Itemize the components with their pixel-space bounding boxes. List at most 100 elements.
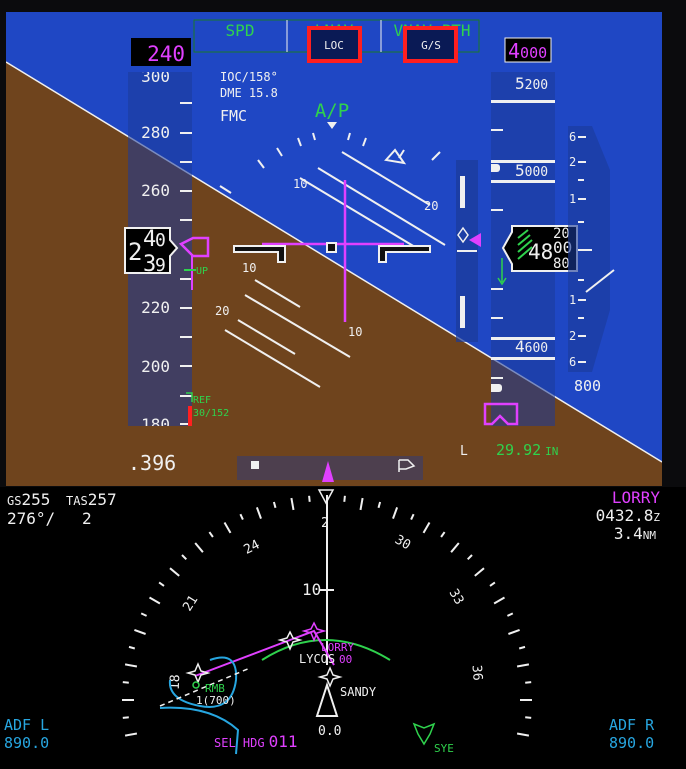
flap-up-bug: UP — [196, 266, 208, 277]
pitch-label: 10 — [348, 325, 362, 339]
alt-tick-big: 5 — [515, 74, 525, 93]
selected-altitude-box — [504, 37, 552, 63]
eta-value: 0432.8 — [596, 506, 654, 525]
vsi-label: 1 — [569, 192, 576, 206]
vsi-readout: 800 — [574, 377, 601, 395]
current-speed-box — [124, 227, 179, 274]
compass-tick — [422, 522, 431, 534]
selected-altitude-big: 4 — [508, 39, 520, 63]
compass-tick — [489, 581, 496, 587]
loc-highlight-box — [307, 26, 362, 63]
adf-left-frequency: 890.0 — [4, 734, 49, 752]
sel-hdg-label: SEL HDG — [214, 736, 265, 750]
speed-tick-label: 180 — [141, 415, 170, 434]
compass-tick — [134, 628, 146, 635]
alt-tick-big: 5 — [515, 161, 525, 180]
sye-label: SYE — [434, 742, 454, 755]
alt-tick-small: 200 — [525, 78, 548, 93]
range-label: 10 — [302, 580, 321, 599]
pitch-label: 20 — [215, 304, 229, 318]
adf-left-label: ADF L — [4, 716, 49, 734]
vertical-speed-indicator: 6 2 1 1 2 6 800 — [568, 126, 615, 395]
vsi-label: 2 — [569, 329, 576, 343]
baro-mode: L — [460, 444, 468, 459]
alt-tick-big: 4 — [515, 337, 525, 356]
speed-tick-label: 300 — [141, 67, 170, 86]
compass-tick — [377, 501, 382, 509]
selected-speed: 240 — [147, 42, 185, 66]
compass-tick — [194, 542, 204, 553]
compass-tick — [124, 732, 138, 737]
compass-tick — [122, 681, 129, 684]
speed-bug — [178, 236, 210, 258]
fma-roll-armed: LOC — [324, 39, 344, 52]
own-aircraft-symbol — [315, 681, 339, 717]
current-speed-tens-lower: 3 — [143, 252, 156, 277]
bank-pointer — [384, 148, 407, 165]
current-speed-tens-upper: 4 — [143, 227, 156, 252]
compass-tick — [272, 501, 277, 509]
compass-label: 18 — [168, 674, 184, 690]
cyan-leg — [159, 706, 240, 755]
compass-tick — [450, 542, 460, 553]
autopilot-status: A/P — [315, 100, 349, 122]
navigation-display: GS255 TAS257 276°/ 2 LORRY 0432.8Z 3.4NM… — [0, 487, 686, 769]
alt-tick-label: 4600 — [515, 337, 548, 356]
compass-labels: 2 24 30 21 33 18 36 — [168, 516, 485, 690]
compass-tick — [508, 628, 520, 635]
compass-tick — [466, 554, 473, 561]
gs-value: 255 — [21, 490, 50, 509]
compass-tick — [525, 681, 532, 684]
pitch-labels: 10 20 10 20 10 — [215, 177, 438, 339]
waypoint-distance: 3.4NM — [614, 524, 657, 543]
wind-direction: 276°/ — [7, 509, 55, 528]
ref-values: 30/152 — [193, 408, 229, 419]
cyan-hold — [168, 656, 238, 708]
compass-tick — [343, 495, 346, 502]
selected-heading: SEL HDG 011 — [214, 732, 297, 751]
current-altitude-small-upper: 20 — [553, 226, 570, 242]
fma-thrust-mode: SPD — [226, 21, 255, 40]
bank-angle-scale — [219, 132, 441, 194]
glideslope-scale — [456, 160, 481, 342]
sandy-label: SANDY — [340, 685, 377, 699]
speed-tick-label: 260 — [141, 181, 170, 200]
alt-tick-small: 600 — [525, 341, 548, 356]
compass-tick — [255, 507, 262, 519]
compass-tick — [493, 596, 505, 605]
lycos-label: LYCOS — [299, 652, 335, 666]
baro-value: 29.92 — [496, 441, 541, 459]
sel-hdg-value: 011 — [269, 732, 298, 751]
vsi-label: 6 — [569, 130, 576, 144]
pitch-label: 20 — [424, 199, 438, 213]
waypoint-eta: 0432.8Z — [596, 506, 661, 525]
compass-tick — [140, 612, 148, 617]
compass-tick — [290, 497, 295, 511]
vsi-label: 1 — [569, 293, 576, 307]
compass-tick — [122, 716, 129, 719]
speed-tick-label: 200 — [141, 357, 170, 376]
compass-label: 2 — [321, 516, 329, 531]
vsi-label: 2 — [569, 155, 576, 169]
ils-ident-course: IOC/158° — [220, 70, 278, 84]
current-speed-ones-lower: 9 — [155, 255, 166, 276]
vsi-label: 6 — [569, 355, 576, 369]
current-speed-ones-upper: 0 — [155, 230, 166, 251]
ref-label: REF — [193, 395, 211, 406]
ils-source: FMC — [220, 107, 247, 125]
compass-tick — [169, 567, 180, 577]
glideslope-pointer — [469, 233, 481, 247]
current-speed-hundreds: 2 — [128, 238, 142, 266]
current-altitude-small-mid: 00 — [553, 238, 572, 257]
lorry-altitude: 00 — [339, 653, 352, 666]
green-arc — [261, 639, 391, 661]
selected-speed-box — [131, 38, 191, 66]
dashed-course — [159, 667, 251, 707]
compass-label: 30 — [392, 532, 413, 553]
roll-pointer-top — [327, 122, 337, 129]
compass-tick — [181, 554, 188, 561]
eta-unit: Z — [653, 511, 660, 524]
selected-altitude: 4000 — [508, 39, 547, 63]
alt-tick-label: 5200 — [515, 74, 548, 93]
